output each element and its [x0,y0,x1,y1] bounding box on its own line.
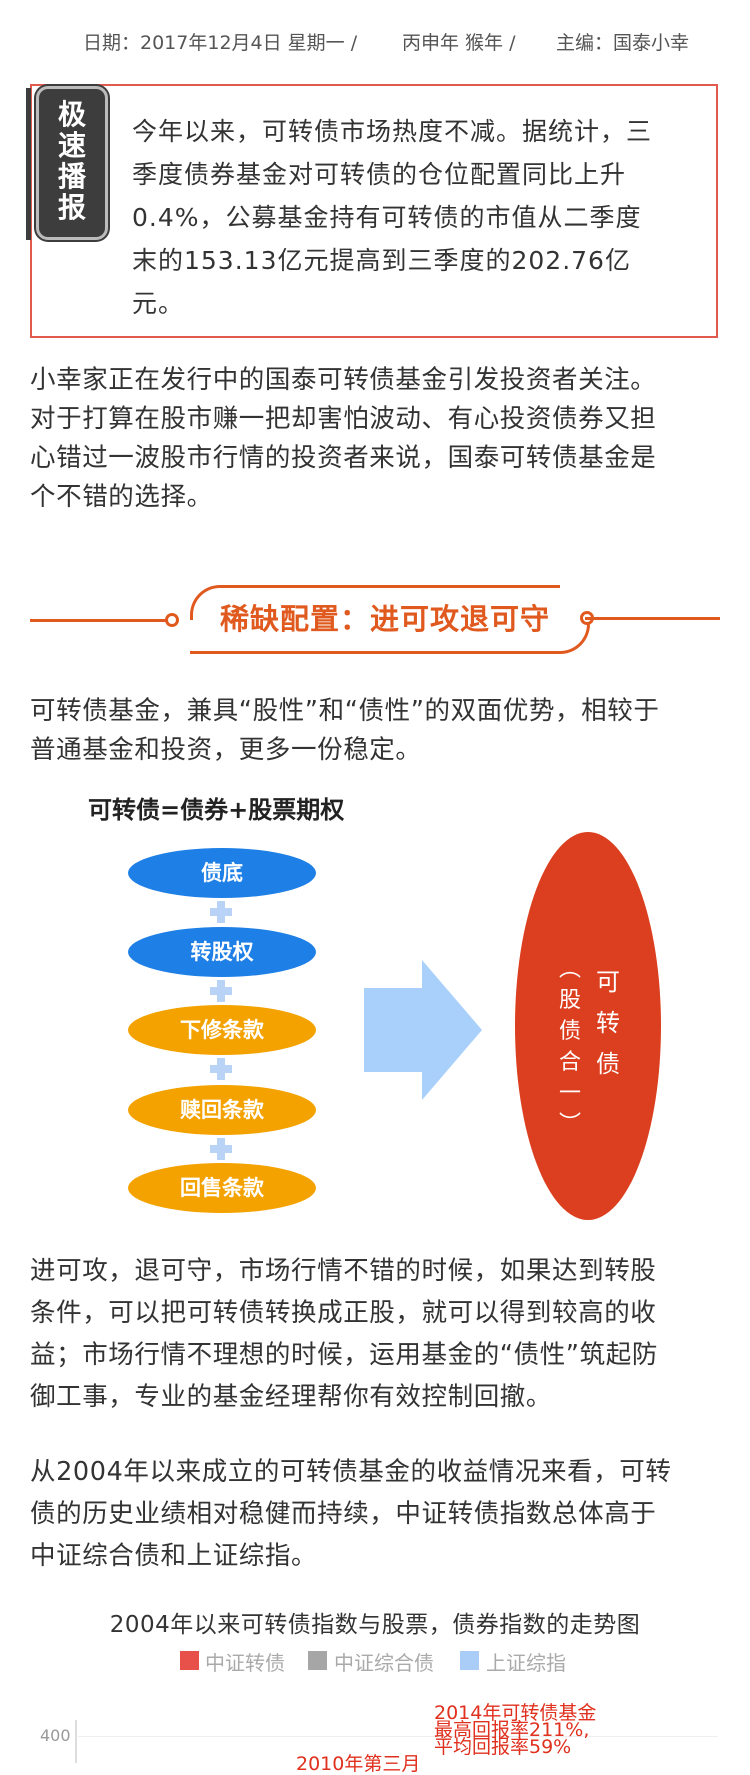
paragraph-line: 条件，可以把可转债转换成正股，就可以得到较高的收 [30,1298,657,1328]
section-line-left [30,619,170,622]
paragraph-line: 债的历史业绩相对稳健而持续，中证转债指数总体高于 [30,1499,657,1529]
badge-post [26,88,31,240]
paragraph-line: 中证综合债和上证综指。 [30,1541,318,1571]
feature-paragraph: 可转债基金，兼具“股性”和“债性”的双面优势，相较于 普通基金和投资，更多一份稳… [30,692,720,770]
legend-swatch [180,1651,199,1670]
y-axis-line [75,1720,77,1763]
result-sub-char: 股 [558,988,581,1013]
section-title: 稀缺配置：进可攻退可守 [219,602,550,636]
plus-icon [210,1138,232,1160]
formula-title: 可转债=债券+股票期权 [88,796,345,824]
date-text: 日期：2017年12月4日 星期一 / [83,32,358,54]
paragraph-line: 个不错的选择。 [30,482,213,512]
news-line: 末的153.13亿元提高到三季度的202.76亿 [132,246,631,275]
legend-swatch [460,1651,479,1670]
annotation-line: 2014年可转债基金 [434,1702,597,1724]
result-char: 可 [596,968,620,996]
chart-annotation-2014: 2014年可转债基金 最高回报率211%, 平均回报率59% [434,1702,597,1758]
strategy-paragraph: 进可攻，退可守，市场行情不错的时候，如果达到转股 条件，可以把可转债转换成正股，… [30,1250,720,1418]
plus-icon [210,980,232,1002]
plus-icon [210,1058,232,1080]
news-line: 今年以来，可转债市场热度不减。据统计，三 [132,117,653,146]
y-axis-tick: 400 [40,1726,71,1745]
component-downward-revision: 下修条款 [128,1005,316,1055]
result-sub-char: 一 [558,1081,581,1106]
performance-paragraph: 从2004年以来成立的可转债基金的收益情况来看，可转 债的历史业绩相对稳健而持续… [30,1451,720,1577]
paragraph-line: 从2004年以来成立的可转债基金的收益情况来看，可转 [30,1457,672,1487]
component-conversion-right: 转股权 [128,927,316,977]
paragraph-line: 小幸家正在发行中的国泰可转债基金引发投资者关注。 [30,365,657,395]
intro-paragraph: 小幸家正在发行中的国泰可转债基金引发投资者关注。 对于打算在股市赚一把却害怕波动… [30,361,720,517]
component-bond-floor: 债底 [128,848,316,898]
result-sub-char: 合 [558,1050,581,1075]
component-redemption-clause: 赎回条款 [128,1085,316,1135]
paragraph-line: 进可攻，退可守，市场行情不错的时候，如果达到转股 [30,1256,657,1286]
annotation-line: 平均回报率59% [434,1736,572,1758]
badge-label: 极速播报 [57,98,86,224]
result-sub-char: 债 [558,1019,581,1044]
badge-panel: 极速播报 [36,86,108,240]
chart-annotation-2010: 2010年第三月 [296,1753,421,1775]
lunar-year-text: 丙申年 猴年 / [402,32,516,54]
chart-legend: 中证转债 中证综合债 上证综指 [0,1647,750,1675]
plus-icon [210,901,232,923]
legend-label: 上证综指 [486,1651,566,1675]
paragraph-line: 御工事，专业的基金经理帮你有效控制回撤。 [30,1382,553,1412]
component-put-clause: 回售条款 [128,1163,316,1213]
annotation-line: 最高回报率211%, [434,1719,590,1741]
convertible-bond-ellipse: 可 转 债 ︵ 股 债 合 一 ︶ [515,832,661,1220]
paragraph-line: 对于打算在股市赚一把却害怕波动、有心投资债券又担 [30,404,657,434]
result-char: 债 [596,1050,620,1078]
convertible-bond-sublabel: ︵ 股 债 合 一 ︶ [555,954,585,1140]
news-flash-badge: 极速播报 [26,86,112,240]
section-dot-left [165,613,179,627]
legend-swatch [308,1651,327,1670]
paragraph-line: 益；市场行情不理想的时候，运用基金的“债性”筑起防 [30,1340,658,1370]
header-bar: 日期：2017年12月4日 星期一 / 丙申年 猴年 / 主编：国泰小幸 [0,22,750,62]
legend-label: 中证综合债 [334,1651,434,1675]
result-char: 转 [596,1009,620,1037]
news-line: 元。 [132,289,185,318]
paragraph-line: 心错过一波股市行情的投资者来说，国泰可转债基金是 [30,443,657,473]
legend-label: 中证转债 [205,1651,285,1675]
news-line: 季度债券基金对可转债的仓位配置同比上升 [132,160,627,189]
gridline [78,1736,718,1737]
news-flash-text: 今年以来，可转债市场热度不减。据统计，三 季度债券基金对可转债的仓位配置同比上升… [132,110,692,325]
arrow-right-icon [364,960,482,1100]
result-sub-char: ︶ [558,1112,581,1137]
paragraph-line: 普通基金和投资，更多一份稳定。 [30,735,422,765]
section-line-right [585,617,720,620]
paragraph-line: 可转债基金，兼具“股性”和“债性”的双面优势，相较于 [30,696,660,726]
chart-title: 2004年以来可转债指数与股票，债券指数的走势图 [109,1612,641,1638]
result-sub-char: ︵ [558,957,581,982]
section-frame-top [190,585,560,620]
convertible-bond-label: 可 转 债 [593,962,623,1085]
news-flash-box: 极速播报 今年以来，可转债市场热度不减。据统计，三 季度债券基金对可转债的仓位配… [26,84,718,338]
editor-text: 主编：国泰小幸 [556,32,690,54]
news-line: 0.4%，公募基金持有可转债的市值从二季度 [132,203,642,232]
